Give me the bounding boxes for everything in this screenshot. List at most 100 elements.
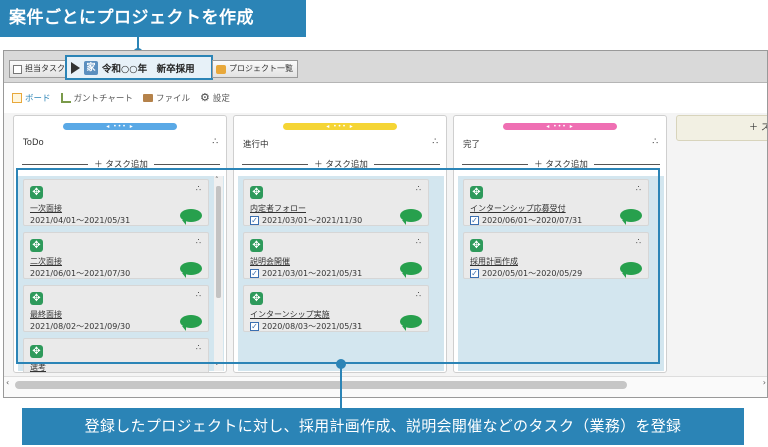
checkbox-icon[interactable]: ✓ <box>470 269 479 278</box>
lane-drag-handle[interactable]: ◂ ••• ▸ <box>503 123 617 130</box>
task-date-range: 2021/03/01～2021/11/30 <box>262 216 363 225</box>
task-card[interactable]: ✥ ∴ 採用計画作成 ✓2020/05/01～2020/05/29 <box>463 232 649 279</box>
card-menu-icon[interactable]: ∴ <box>635 184 641 193</box>
card-menu-icon[interactable]: ∴ <box>415 184 421 193</box>
scroll-up-icon[interactable]: ˄ <box>215 176 219 184</box>
lane-menu-icon[interactable]: ∴ <box>652 137 658 147</box>
divider <box>373 163 441 165</box>
task-title[interactable]: 一次面接 <box>30 204 62 213</box>
task-dates: 2021/06/01～2021/07/30 <box>30 268 130 279</box>
project-name: 令和○○年 新卒採用 <box>102 63 195 75</box>
card-menu-icon[interactable]: ∴ <box>195 343 201 352</box>
add-task-button[interactable]: ＋ タスク追加 <box>22 159 221 170</box>
comment-icon[interactable] <box>180 262 202 278</box>
task-dates: ✓2020/08/03～2021/05/31 <box>250 321 362 332</box>
scroll-left-icon[interactable]: ‹ <box>6 378 10 387</box>
card-menu-icon[interactable]: ∴ <box>415 237 421 246</box>
toolbar: 担当タスク 家 令和○○年 新卒採用 プロジェクト一覧 <box>4 51 767 83</box>
task-date-range: 2021/06/01～2021/07/30 <box>30 269 131 278</box>
lane-menu-icon[interactable]: ∴ <box>432 137 438 147</box>
tab-settings-label: 設定 <box>212 93 230 104</box>
task-title[interactable]: 内定者フォロー <box>250 204 306 213</box>
comment-icon[interactable] <box>620 209 642 225</box>
task-title[interactable]: 最終面接 <box>30 310 62 319</box>
kanban-board: ◂ ••• ▸ ToDo ∴ ＋ タスク追加 ✥ ∴ 一次面接 2021/04/… <box>4 113 767 376</box>
scroll-right-icon[interactable]: › <box>762 378 766 387</box>
add-task-button[interactable]: ＋ タスク追加 <box>462 159 661 170</box>
card-menu-icon[interactable]: ∴ <box>415 290 421 299</box>
card-menu-icon[interactable]: ∴ <box>195 184 201 193</box>
move-icon[interactable]: ✥ <box>250 186 263 199</box>
lane-drag-handle[interactable]: ◂ ••• ▸ <box>63 123 177 130</box>
task-title[interactable]: 説明会開催 <box>250 257 290 266</box>
task-date-range: 2021/08/02～2021/09/30 <box>30 322 131 331</box>
move-icon[interactable]: ✥ <box>30 292 43 305</box>
play-icon[interactable] <box>71 61 80 74</box>
comment-icon[interactable] <box>400 262 422 278</box>
comment-icon[interactable] <box>180 315 202 331</box>
task-card[interactable]: ✥ ∴ インターンシップ実施 ✓2020/08/03～2021/05/31 <box>243 285 429 332</box>
add-lane-button[interactable]: ＋ ス <box>676 115 767 141</box>
checkbox-icon[interactable]: ✓ <box>250 269 259 278</box>
board-horizontal-scrollbar[interactable]: ‹ › <box>4 376 767 397</box>
task-title[interactable]: インターンシップ応募受付 <box>470 204 566 213</box>
my-tasks-button[interactable]: 担当タスク <box>9 60 70 78</box>
task-date-range: 2021/04/01～2021/05/31 <box>30 216 131 225</box>
task-title[interactable]: 採用計画作成 <box>470 257 518 266</box>
task-card[interactable]: ✥ ∴ 内定者フォロー ✓2021/03/01～2021/11/30 <box>243 179 429 226</box>
task-dates: ✓2021/03/01～2021/05/31 <box>250 268 362 279</box>
tab-gantt[interactable]: ガントチャート <box>60 92 133 104</box>
task-title[interactable]: 二次面接 <box>30 257 62 266</box>
lane-drag-handle[interactable]: ◂ ••• ▸ <box>283 123 397 130</box>
task-date-range: 2020/08/03～2021/05/31 <box>262 322 363 331</box>
task-card[interactable]: ✥ ∴ 一次面接 2021/04/01～2021/05/31 <box>23 179 209 226</box>
task-title[interactable]: インターンシップ実施 <box>250 310 330 319</box>
tab-settings[interactable]: ⚙ 設定 <box>200 91 230 104</box>
lane-menu-icon[interactable]: ∴ <box>212 137 218 147</box>
checkbox-icon[interactable]: ✓ <box>250 216 259 225</box>
comment-icon[interactable] <box>400 315 422 331</box>
task-card[interactable]: ✥ ∴ 最終面接 2021/08/02～2021/09/30 <box>23 285 209 332</box>
callout-register-tasks: 登録したプロジェクトに対し、採用計画作成、説明会開催などのタスク（業務）を登録 <box>22 408 744 445</box>
move-icon[interactable]: ✥ <box>30 345 43 358</box>
add-task-button[interactable]: ＋ タスク追加 <box>242 159 441 170</box>
task-card[interactable]: ✥ ∴ 二次面接 2021/06/01～2021/07/30 <box>23 232 209 279</box>
home-icon[interactable]: 家 <box>84 60 98 75</box>
comment-icon[interactable] <box>400 209 422 225</box>
project-list-button[interactable]: プロジェクト一覧 <box>212 60 298 78</box>
card-menu-icon[interactable]: ∴ <box>195 237 201 246</box>
task-list-icon <box>13 64 22 74</box>
lane-card-list: ✥ ∴ 一次面接 2021/04/01～2021/05/31 ✥ ∴ 二次面接 … <box>18 176 224 372</box>
checkbox-icon[interactable]: ✓ <box>470 216 479 225</box>
scroll-down-icon[interactable]: ˅ <box>215 363 219 371</box>
move-icon[interactable]: ✥ <box>470 239 483 252</box>
project-selector[interactable]: 家 令和○○年 新卒採用 <box>65 55 213 80</box>
move-icon[interactable]: ✥ <box>250 292 263 305</box>
card-menu-icon[interactable]: ∴ <box>195 290 201 299</box>
task-dates: ✓2020/06/01～2020/07/31 <box>470 215 582 226</box>
task-card[interactable]: ✥ ∴ 説明会開催 ✓2021/03/01～2021/05/31 <box>243 232 429 279</box>
move-icon[interactable]: ✥ <box>30 186 43 199</box>
task-title[interactable]: 選考 <box>30 363 46 372</box>
lane-card-list: ✥ ∴ インターンシップ応募受付 ✓2020/06/01～2020/07/31 … <box>458 176 664 371</box>
app-window: 担当タスク 家 令和○○年 新卒採用 プロジェクト一覧 ボード ガントチャート … <box>3 50 768 398</box>
checkbox-icon[interactable]: ✓ <box>250 322 259 331</box>
tab-board[interactable]: ボード <box>12 92 51 104</box>
comment-icon[interactable] <box>180 209 202 225</box>
divider <box>22 163 89 165</box>
move-icon[interactable]: ✥ <box>470 186 483 199</box>
task-card[interactable]: ✥ ∴ インターンシップ応募受付 ✓2020/06/01～2020/07/31 <box>463 179 649 226</box>
move-icon[interactable]: ✥ <box>250 239 263 252</box>
callout-connector-bottom <box>340 368 342 408</box>
board-icon <box>12 92 22 103</box>
task-card[interactable]: ✥ ∴ 選考 <box>23 338 209 372</box>
scroll-thumb[interactable] <box>15 381 627 389</box>
move-icon[interactable]: ✥ <box>30 239 43 252</box>
scroll-thumb[interactable] <box>216 186 221 298</box>
comment-icon[interactable] <box>620 262 642 278</box>
lane-scrollbar[interactable]: ˄ ˅ <box>214 176 223 371</box>
lane-title: 完了 <box>463 140 481 150</box>
callout-create-project: 案件ごとにプロジェクトを作成 <box>0 0 306 37</box>
tab-files[interactable]: ファイル <box>142 92 190 104</box>
card-menu-icon[interactable]: ∴ <box>635 237 641 246</box>
